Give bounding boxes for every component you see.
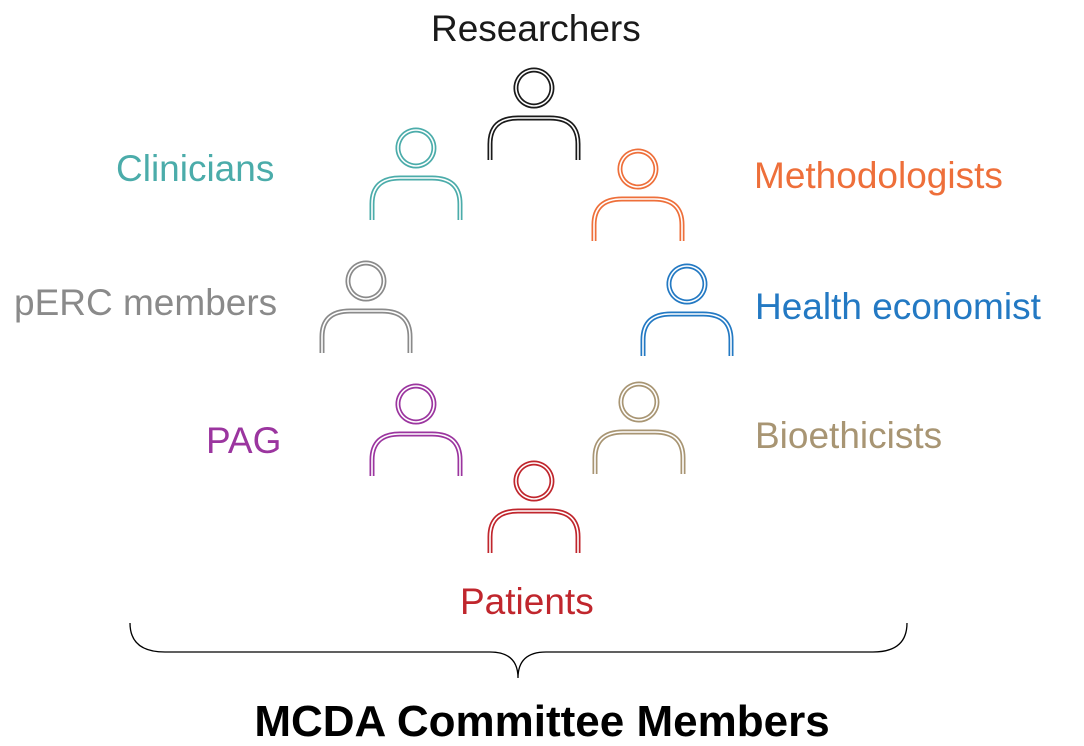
label-researchers: Researchers [431,8,641,49]
person-icon-bioethicists [592,381,686,474]
diagram-caption: MCDA Committee Members [254,697,830,746]
label-patients: Patients [460,581,594,622]
label-methodologists: Methodologists [754,155,1003,196]
person-icon-health-economist [640,263,734,356]
label-clinicians: Clinicians [116,148,275,189]
label-bioethicists: Bioethicists [755,415,943,456]
label-pag: PAG [206,420,282,461]
person-icon-methodologists [591,148,685,241]
person-icon-perc-members [319,260,413,353]
person-icon-pag [369,383,463,476]
label-perc-members: pERC members [14,282,278,323]
person-icon-researchers [487,67,581,160]
label-health-economist: Health economist [755,286,1041,327]
person-icon-patients [487,460,581,553]
person-icon-clinicians [369,127,463,220]
